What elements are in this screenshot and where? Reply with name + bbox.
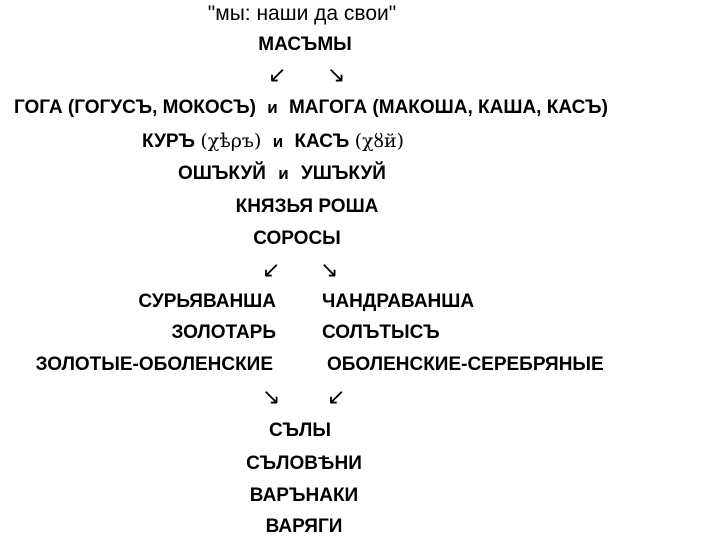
pair-left-zolotar: ЗОЛОТАРЬ — [171, 322, 276, 343]
row-kur: КУРЪ (χѣρъ) и КАСЪ (χȣй) — [142, 130, 404, 153]
arrow-down-right-icon: ↘ — [327, 62, 346, 87]
row-goga: ГОГА (ГОГУСЪ, МОКОСЪ) и МАГОГА (МАКОША, … — [14, 97, 608, 119]
pair-right-chandravansha: ЧАНДРАВАНША — [322, 291, 475, 312]
goga-paren: (ГОГУСЪ, МОКОСЪ) — [67, 97, 256, 118]
diagram-title: "мы: наши да свои" — [207, 2, 397, 25]
oshkuy-label: ОШЪКУЙ — [178, 163, 266, 184]
arrow-down-right-icon: ↘ — [262, 384, 281, 409]
and-connector: и — [267, 98, 278, 117]
goga-label: ГОГА — [14, 97, 63, 118]
kas-label: КАСЪ — [294, 131, 350, 152]
arrow-down-left-icon: ↙ — [262, 257, 281, 282]
arrow-down-left-icon: ↙ — [327, 384, 346, 409]
and-connector: и — [278, 164, 289, 183]
tail-varnaki: ВАРЪНАКИ — [249, 485, 359, 506]
ushkuy-label: УШЪКУЙ — [300, 163, 386, 184]
knyazya-rosha-node: КНЯЗЬЯ РОША — [235, 196, 379, 217]
pair-left-zolotye-obolenskie: ЗОЛОТЫЕ-ОБОЛЕНСКИЕ — [35, 354, 273, 375]
tail-syly: СЪЛЫ — [269, 420, 331, 441]
root-node: МАСЪМЫ — [258, 34, 352, 55]
kur-paren: (χѣρъ) — [200, 130, 262, 152]
arrow-down-right-icon: ↘ — [320, 257, 339, 282]
magoga-label: МАГОГА — [288, 97, 368, 118]
pair-right-obolenskie-serebryanye: ОБОЛЕНСКИЕ-СЕРЕБРЯНЫЕ — [327, 354, 604, 375]
and-connector: и — [272, 132, 284, 151]
magoga-paren: (МАКОША, КАША, КАСЪ) — [372, 97, 608, 118]
tail-varyagi: ВАРЯГИ — [265, 516, 343, 537]
tail-slovyeni: СЪЛОВѢНИ — [246, 453, 362, 474]
pair-right-soltysy: СОЛЪТЫСЪ — [322, 322, 440, 343]
kur-label: КУРЪ — [142, 131, 196, 152]
kas-paren: (χȣй) — [354, 130, 405, 152]
arrow-down-left-icon: ↙ — [268, 62, 287, 87]
sorosy-node: СОРОСЫ — [253, 228, 341, 249]
row-oshkuy: ОШЪКУЙ и УШЪКУЙ — [178, 163, 386, 185]
pair-left-suryavansha: СУРЬЯВАНША — [138, 291, 276, 312]
